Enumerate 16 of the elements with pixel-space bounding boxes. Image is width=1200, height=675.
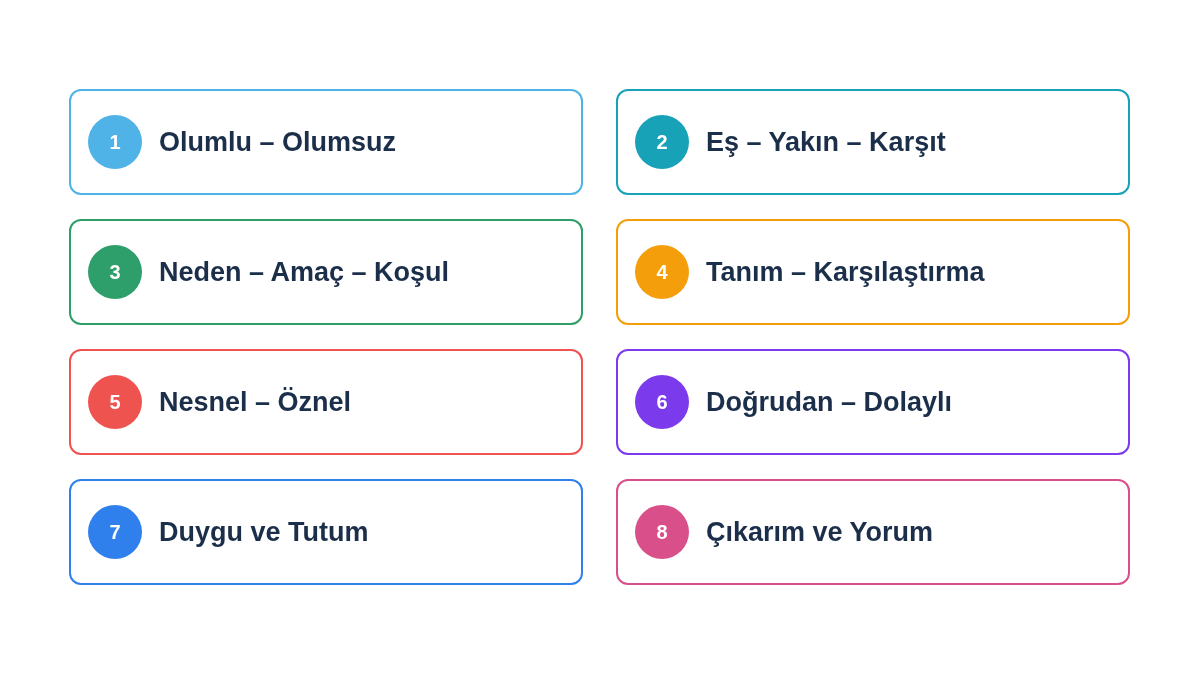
topic-title: Doğrudan – Dolaylı [706,385,953,419]
topic-title: Duygu ve Tutum [159,515,369,549]
topic-title: Çıkarım ve Yorum [706,515,934,549]
topic-title: Olumlu – Olumsuz [159,125,397,159]
topic-card [616,89,1130,195]
topic-card [616,479,1130,585]
topic-card [69,89,583,195]
topic-title: Nesnel – Öznel [159,385,352,419]
topic-card [69,349,583,455]
topic-card [616,349,1130,455]
topic-title: Eş – Yakın – Karşıt [706,125,946,159]
topic-card [616,219,1130,325]
topic-card [69,479,583,585]
topic-title: Neden – Amaç – Koşul [159,255,450,289]
topic-card [69,219,583,325]
topic-title: Tanım – Karşılaştırma [706,255,985,289]
